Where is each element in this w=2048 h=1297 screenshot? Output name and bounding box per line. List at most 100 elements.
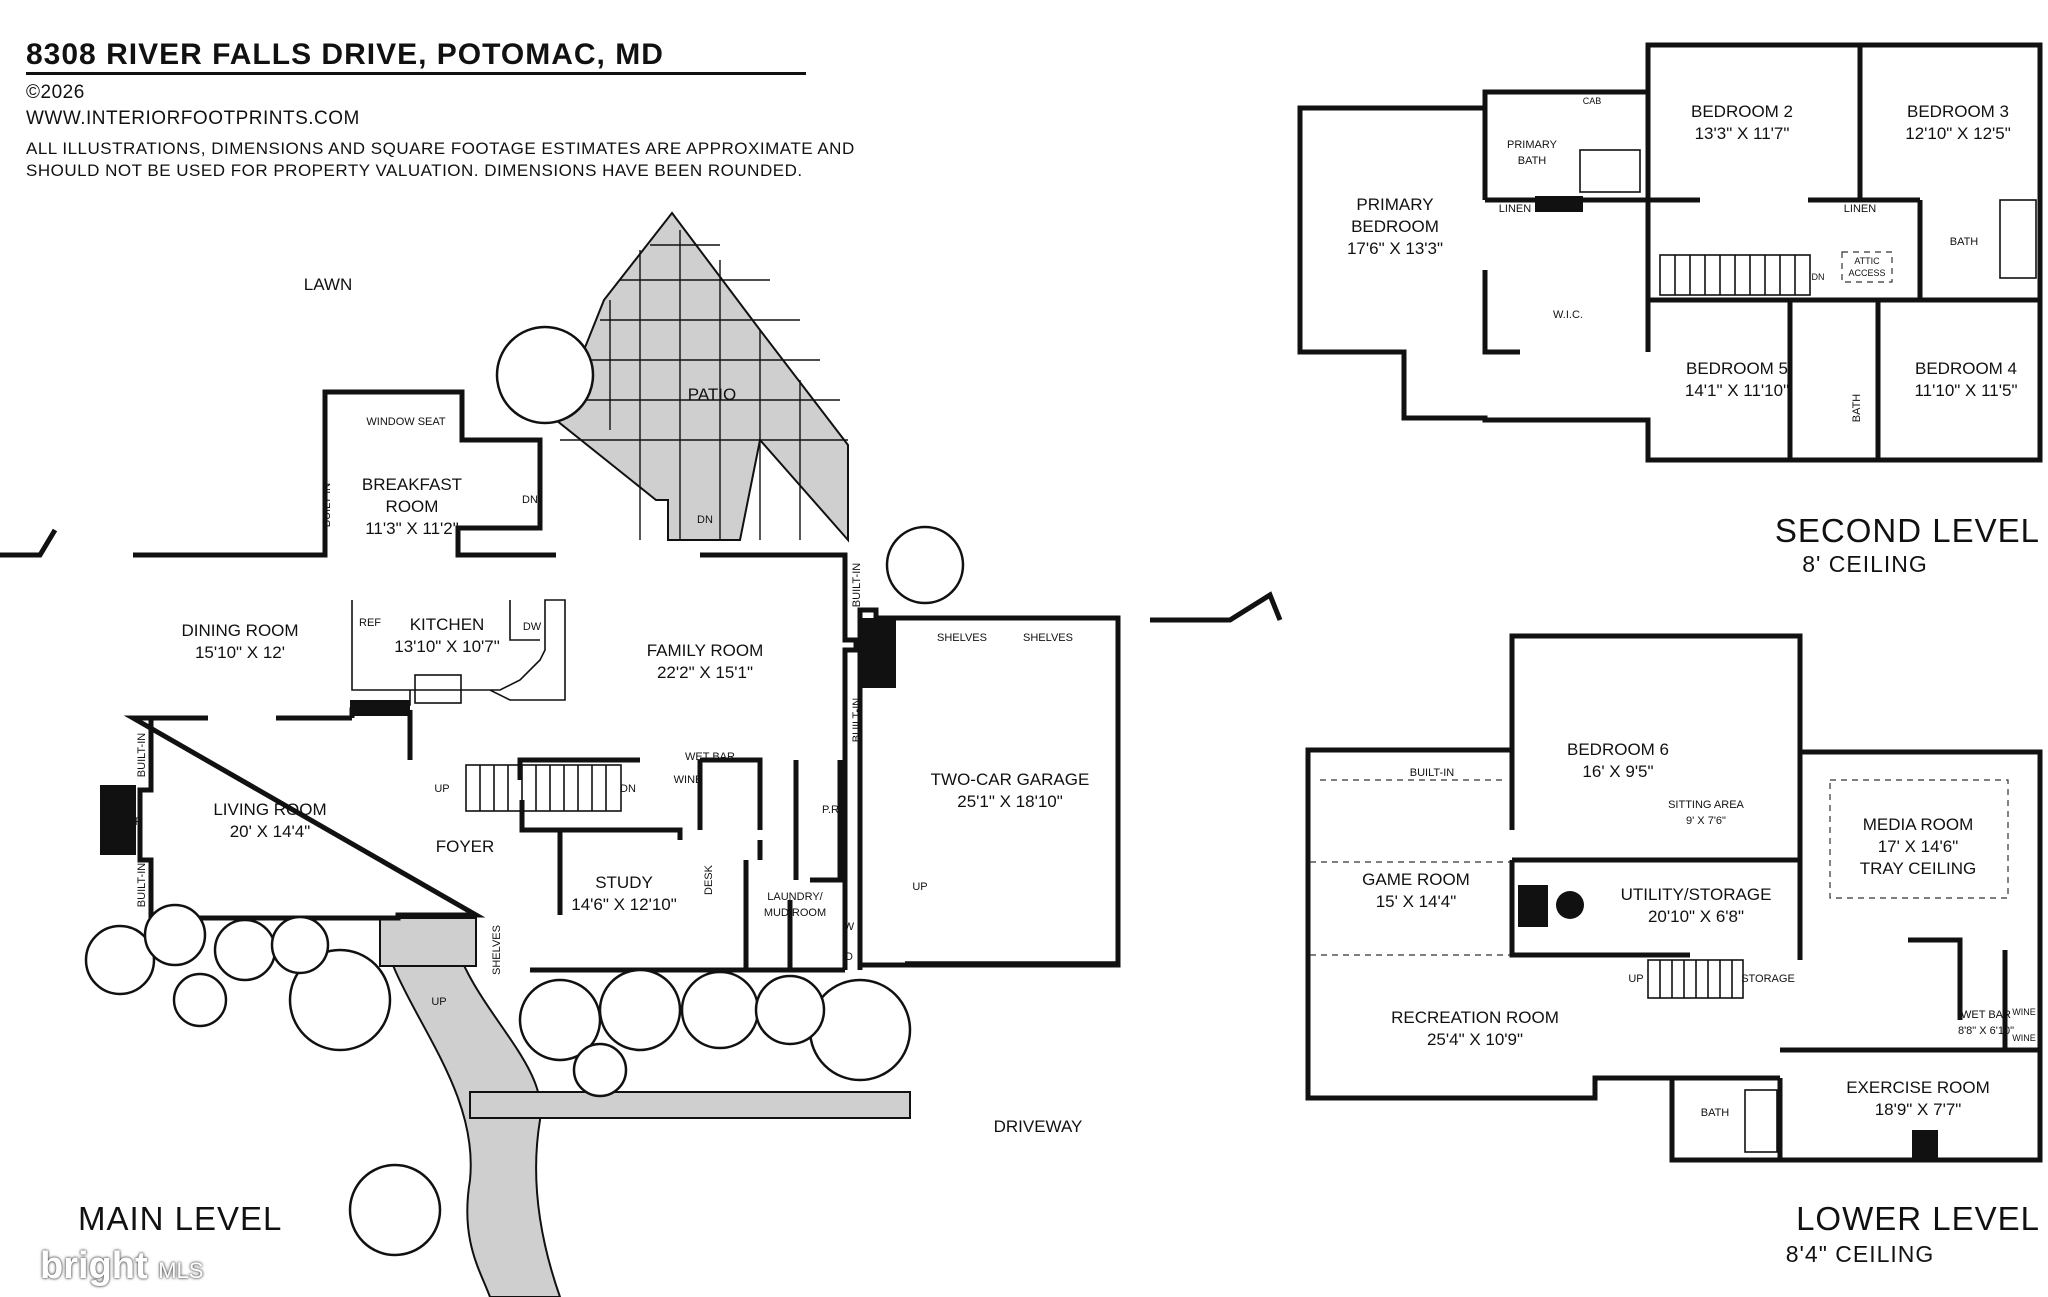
lower-bath-tub [1744,1089,1778,1153]
garden-path [469,1091,911,1119]
media-room-label: MEDIA ROOM [1863,815,1974,834]
lower-stairs [1647,959,1744,999]
utility-equipment [1518,885,1548,927]
primary-bedroom-dims: 17'6" X 13'3" [1347,239,1443,258]
breakfast-room-label: BREAKFAST [362,475,462,494]
kitchen-wall-block [350,700,410,716]
linen-label-2: LINEN [1844,203,1876,215]
bath-label-jack: BATH [1851,394,1863,423]
mls-watermark: bright MLS [40,1245,203,1288]
lower-wet-bar-label: WET BAR [1961,1009,2011,1021]
media-room-note: TRAY CEILING [1860,859,1977,878]
built-in-label-family-1: BUILT-IN [851,563,863,607]
breakfast-room-label-2: ROOM [386,497,439,516]
watermark-brand: bright [40,1245,148,1287]
tray-ceiling-outline [1829,779,2009,899]
lower-level-title: LOWER LEVEL [1796,1200,2040,1237]
pr-label: P.R. [822,804,842,816]
patio-stone-pattern [560,230,848,540]
kitchen-counters [351,599,566,706]
study-dims: 14'6" X 12'10" [571,895,677,914]
linen-label-1: LINEN [1499,203,1531,215]
wet-bar-label: WET BAR [685,751,735,763]
second-exterior-walls [1297,42,2043,463]
range-top [414,674,462,704]
up-label-stoop: UP [431,996,446,1008]
lower-interior-walls [1509,750,2040,1160]
lower-built-in-label: BUILT-IN [1410,767,1454,779]
second-stairs [1659,254,1811,296]
dining-room-label: DINING ROOM [181,621,298,640]
patio-area [554,211,849,543]
family-room-dims: 22'2" X 15'1" [657,663,753,682]
second-linen-block [1535,196,1583,212]
garage-label: TWO-CAR GARAGE [931,770,1090,789]
ref-label: REF [359,617,381,629]
fp-label-living: FP [128,816,142,828]
kitchen-label: KITCHEN [410,615,485,634]
living-fireplace [100,785,136,855]
window-seat-label: WINDOW SEAT [366,416,446,428]
laundry-label-2: MUD ROOM [764,907,826,919]
exercise-room-label: EXERCISE ROOM [1846,1078,1990,1097]
fp-label-family: FP [863,644,877,656]
dining-room-dims: 15'10" X 12' [195,643,285,662]
landscape-trees [84,325,965,1257]
kitchen-dims: 13'10" X 10'7" [394,637,500,656]
built-in-label-breakfast: BUILT-IN [321,483,333,527]
dn-label-second: DN [1812,272,1825,282]
wine-label-main: WINE [674,774,703,786]
attic-access-hatch [1841,251,1893,283]
desk-label: DESK [703,864,715,895]
bedroom-4-label: BEDROOM 4 [1915,359,2017,378]
disclaimer-text: ALL ILLUSTRATIONS, DIMENSIONS AND SQUARE… [26,139,855,180]
lower-up-label: UP [1628,973,1643,985]
built-in-label-living-1: BUILT-IN [136,733,148,777]
website-text: WWW.INTERIORFOOTPRINTS.COM [26,108,360,129]
dw-label: DW [523,621,542,633]
garage-dims: 25'1" X 18'10" [957,792,1063,811]
dn-label-stairs: DN [620,783,636,795]
attic-label: ATTIC [1854,256,1880,266]
bedroom-5-dims: 14'1" X 11'10" [1685,381,1789,400]
primary-bath-label-2: BATH [1518,155,1547,167]
game-room-dims: 15' X 14'4" [1376,892,1457,911]
living-room-label: LIVING ROOM [213,800,326,819]
shelves-label-2: SHELVES [1023,632,1073,644]
lower-bath-label: BATH [1701,1107,1730,1119]
recreation-room-label: RECREATION ROOM [1391,1008,1559,1027]
up-label-garage: UP [912,881,927,893]
bedroom-3-dims: 12'10" X 12'5" [1905,124,2011,143]
dryer-label: D [845,951,853,963]
sitting-area-label: SITTING AREA [1668,799,1744,811]
lower-wine-label-1: WINE [2012,1007,2036,1017]
game-room-label: GAME ROOM [1362,870,1470,889]
copyright-text: ©2026 [26,82,85,103]
driveway-label: DRIVEWAY [994,1117,1083,1136]
main-interior-walls [133,707,845,970]
lawn-label: LAWN [304,275,353,294]
study-label: STUDY [595,873,653,892]
dn-label-breakfast: DN [522,494,538,506]
main-level-plan: LAWN PATIO WINDOW SEAT BREAKFAST ROOM 11… [0,211,1283,1297]
main-level-title: MAIN LEVEL [78,1200,282,1237]
living-room-dims: 20' X 14'4" [230,822,311,841]
primary-bath-label: PRIMARY [1507,139,1558,151]
bedroom-4-dims: 11'10" X 11'5" [1914,381,2017,400]
hall-bath-tub [1999,199,2037,279]
family-fireplace [860,618,896,688]
bedroom-6-dims: 16' X 9'5" [1582,762,1653,781]
bedroom-2-label: BEDROOM 2 [1691,102,1793,121]
title-underline [26,72,806,75]
primary-bedroom-label-2: BEDROOM [1351,217,1439,236]
exercise-room-dims: 18'9" X 7'7" [1875,1100,1962,1119]
water-heater [1556,891,1584,919]
sitting-area-dims: 9' X 7'6" [1686,815,1726,827]
family-room-label: FAMILY ROOM [647,641,764,660]
bedroom-3-label: BEDROOM 3 [1907,102,2009,121]
utility-dims: 20'10" X 6'8" [1648,907,1744,926]
lower-exterior-walls [1305,633,2043,1163]
bedroom-2-dims: 13'3" X 11'7" [1695,124,1790,143]
up-label-stairs: UP [434,783,449,795]
